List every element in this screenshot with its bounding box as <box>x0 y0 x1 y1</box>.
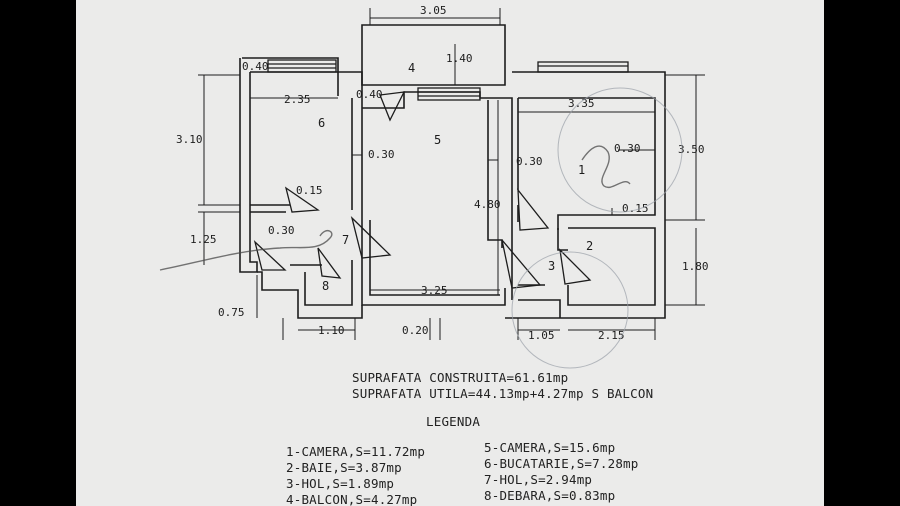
hall7-door2-icon <box>317 247 342 279</box>
dim-top-width: 3.05 <box>420 4 447 17</box>
kitchen-window <box>267 59 337 73</box>
dim-wall-015-b: 0.15 <box>622 202 649 215</box>
bath-door-icon <box>559 248 592 285</box>
dim-wall-040-mid: 0.40 <box>356 88 383 101</box>
dim-kitchen-height: 3.10 <box>176 133 203 146</box>
stamp-marks <box>511 87 683 369</box>
room1-window <box>537 61 629 73</box>
dim-room1-width: 3.35 <box>568 97 595 110</box>
pantry-outer <box>257 271 363 319</box>
dim-wall-030-b: 0.30 <box>516 155 543 168</box>
balcony-door-icon <box>379 91 406 122</box>
room-2-label: 2 <box>586 239 593 253</box>
pantry-inner <box>304 260 353 306</box>
floor-plan-drawing: 3.05 1.40 0.40 0.40 2.35 3.10 0.30 0.30 … <box>159 4 709 369</box>
room-numbers: 1 2 3 4 5 6 7 8 <box>318 61 593 293</box>
walls <box>239 24 666 319</box>
room1-inner-wall <box>518 97 656 230</box>
dim-room5-height: 4.80 <box>474 198 501 211</box>
room5-window <box>417 87 481 101</box>
legend-item: 8-DEBARA,S=0.83mp <box>484 488 616 503</box>
pantry-door-icon <box>253 240 287 271</box>
dim-balcony-depth: 1.40 <box>446 52 473 65</box>
room5-inner-right <box>487 100 503 248</box>
dim-wall-015-a: 0.15 <box>296 184 323 197</box>
kitchen-left-wall <box>239 58 258 273</box>
legend-title: LEGENDA <box>426 414 481 429</box>
signature-left <box>159 229 333 271</box>
bath-wall <box>567 227 656 306</box>
room-7-label: 7 <box>342 233 349 247</box>
dim-wall-030-d: 0.30 <box>268 224 295 237</box>
usable-area-text: SUPRAFATA UTILA=44.13mp+4.27mp S BALCON <box>352 386 654 401</box>
legend-item: 4-BALCON,S=4.27mp <box>286 492 418 506</box>
legend-item: 5-CAMERA,S=15.6mp <box>484 440 616 455</box>
hall7-door-icon <box>350 215 392 259</box>
dim-wall-030-a: 0.30 <box>368 148 395 161</box>
door-swings <box>253 91 592 289</box>
room-4-label: 4 <box>408 61 415 75</box>
signatures <box>159 145 631 271</box>
room5-bottom <box>361 220 506 306</box>
dim-room1-height: 3.50 <box>678 143 705 156</box>
room-6-label: 6 <box>318 116 325 130</box>
floor-plan-sheet: 3.05 1.40 0.40 0.40 2.35 3.10 0.30 0.30 … <box>76 0 824 506</box>
room5-inner-bottom <box>369 220 500 296</box>
bath-jamb <box>557 228 568 251</box>
signature-right <box>581 145 631 189</box>
built-area-text: SUPRAFATA CONSTRUITA=61.61mp <box>352 370 569 385</box>
legend-item: 6-BUCATARIE,S=7.28mp <box>484 456 639 471</box>
kitchen-right-wall <box>337 72 363 220</box>
dim-hall-height: 1.25 <box>190 233 217 246</box>
kitchen-bottom-wall <box>250 204 290 213</box>
stamp-seal-lower <box>511 251 629 369</box>
legend-item: 2-BAIE,S=3.87mp <box>286 460 402 475</box>
room1-door-icon <box>517 187 550 231</box>
room-3-label: 3 <box>548 259 555 273</box>
dim-bath-height: 1.80 <box>682 260 709 273</box>
stamp-seal <box>557 87 683 213</box>
balcony-outline <box>361 24 506 86</box>
room-8-label: 8 <box>322 279 329 293</box>
dim-bath-width: 2.15 <box>598 329 625 342</box>
room5-door-icon <box>501 239 542 289</box>
dim-wall-020: 0.20 <box>402 324 429 337</box>
dim-hall3-width: 1.05 <box>528 329 555 342</box>
legend-item: 1-CAMERA,S=11.72mp <box>286 444 426 459</box>
dim-kitchen-width: 2.35 <box>284 93 311 106</box>
dimension-lines <box>198 8 705 340</box>
legend-item: 3-HOL,S=1.89mp <box>286 476 395 491</box>
room-5-label: 5 <box>434 133 441 147</box>
dim-room5-width: 3.25 <box>421 284 448 297</box>
dim-wall-040-top: 0.40 <box>242 60 269 73</box>
dim-pantry-offset: 0.75 <box>218 306 245 319</box>
room-1-label: 1 <box>578 163 585 177</box>
legend-item: 7-HOL,S=2.94mp <box>484 472 593 487</box>
dim-wall-030-c: 0.30 <box>614 142 641 155</box>
room5-wall-right <box>362 91 513 300</box>
windows <box>267 59 629 101</box>
hall3-walls <box>518 284 561 318</box>
kitchen-door-icon <box>284 186 320 213</box>
dimension-labels: 3.05 1.40 0.40 0.40 2.35 3.10 0.30 0.30 … <box>176 4 709 342</box>
dim-pantry-width: 1.10 <box>318 324 345 337</box>
